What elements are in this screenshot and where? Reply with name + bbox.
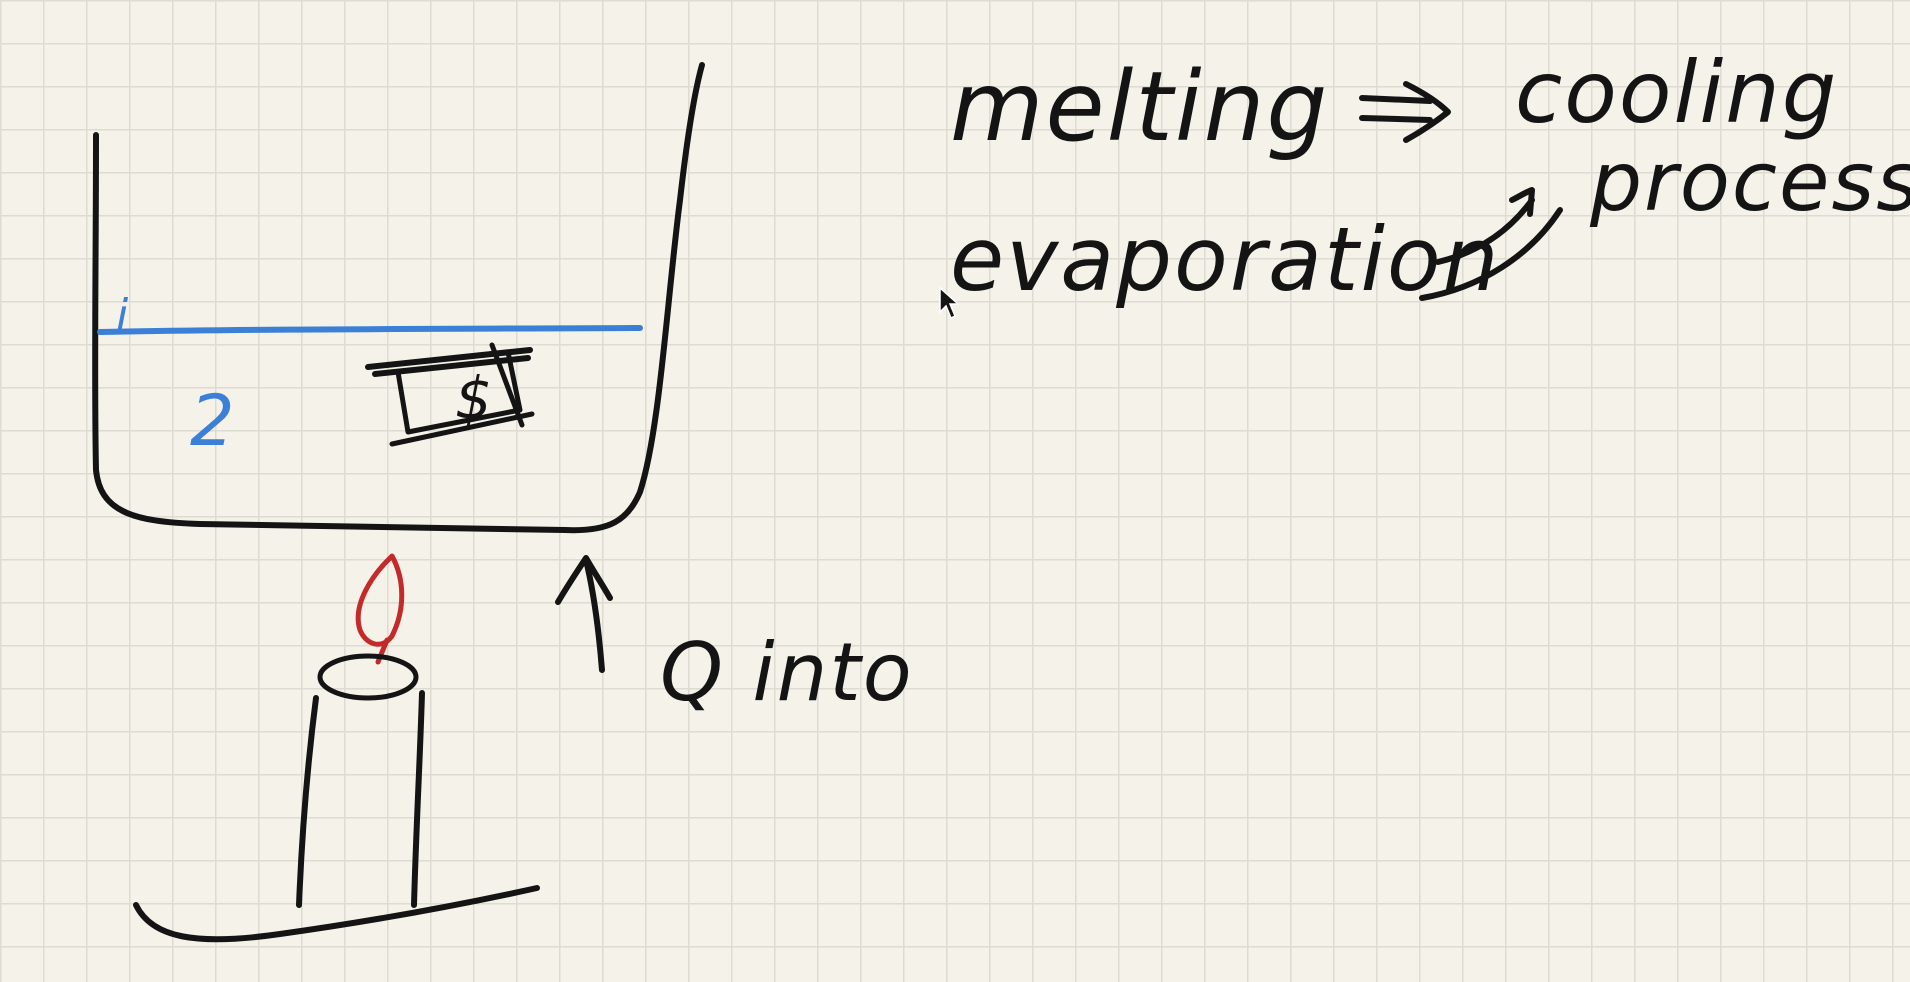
- label-top-level: i: [116, 290, 130, 341]
- note-evaporation: evaporation: [950, 208, 1501, 311]
- candle: [133, 653, 540, 943]
- money-symbol: $: [455, 364, 494, 432]
- double-arrow: [1419, 187, 1563, 301]
- heat-arrow: [555, 555, 613, 673]
- mouse-pointer-icon: [939, 286, 960, 320]
- candle-body: [296, 690, 425, 908]
- flame-icon: [355, 553, 405, 665]
- note-process: process: [1589, 135, 1910, 230]
- flame: [355, 553, 405, 665]
- implies-arrow: [1359, 81, 1451, 143]
- water-surface-line: [97, 325, 643, 335]
- candle-base: [133, 885, 540, 943]
- beaker: [92, 62, 705, 534]
- note-cooling: cooling: [1515, 43, 1838, 143]
- note-melting: melting: [950, 51, 1329, 163]
- candle-icon: [317, 653, 419, 701]
- beaker-outline: [92, 62, 705, 534]
- notes: melting cooling process evaporation: [950, 43, 1910, 311]
- label-water-region: 2: [190, 380, 237, 462]
- heat-note: Q into: [660, 626, 914, 719]
- heat-input: Q into: [555, 555, 914, 719]
- money-object: $: [365, 342, 535, 447]
- water: i 2: [97, 290, 643, 462]
